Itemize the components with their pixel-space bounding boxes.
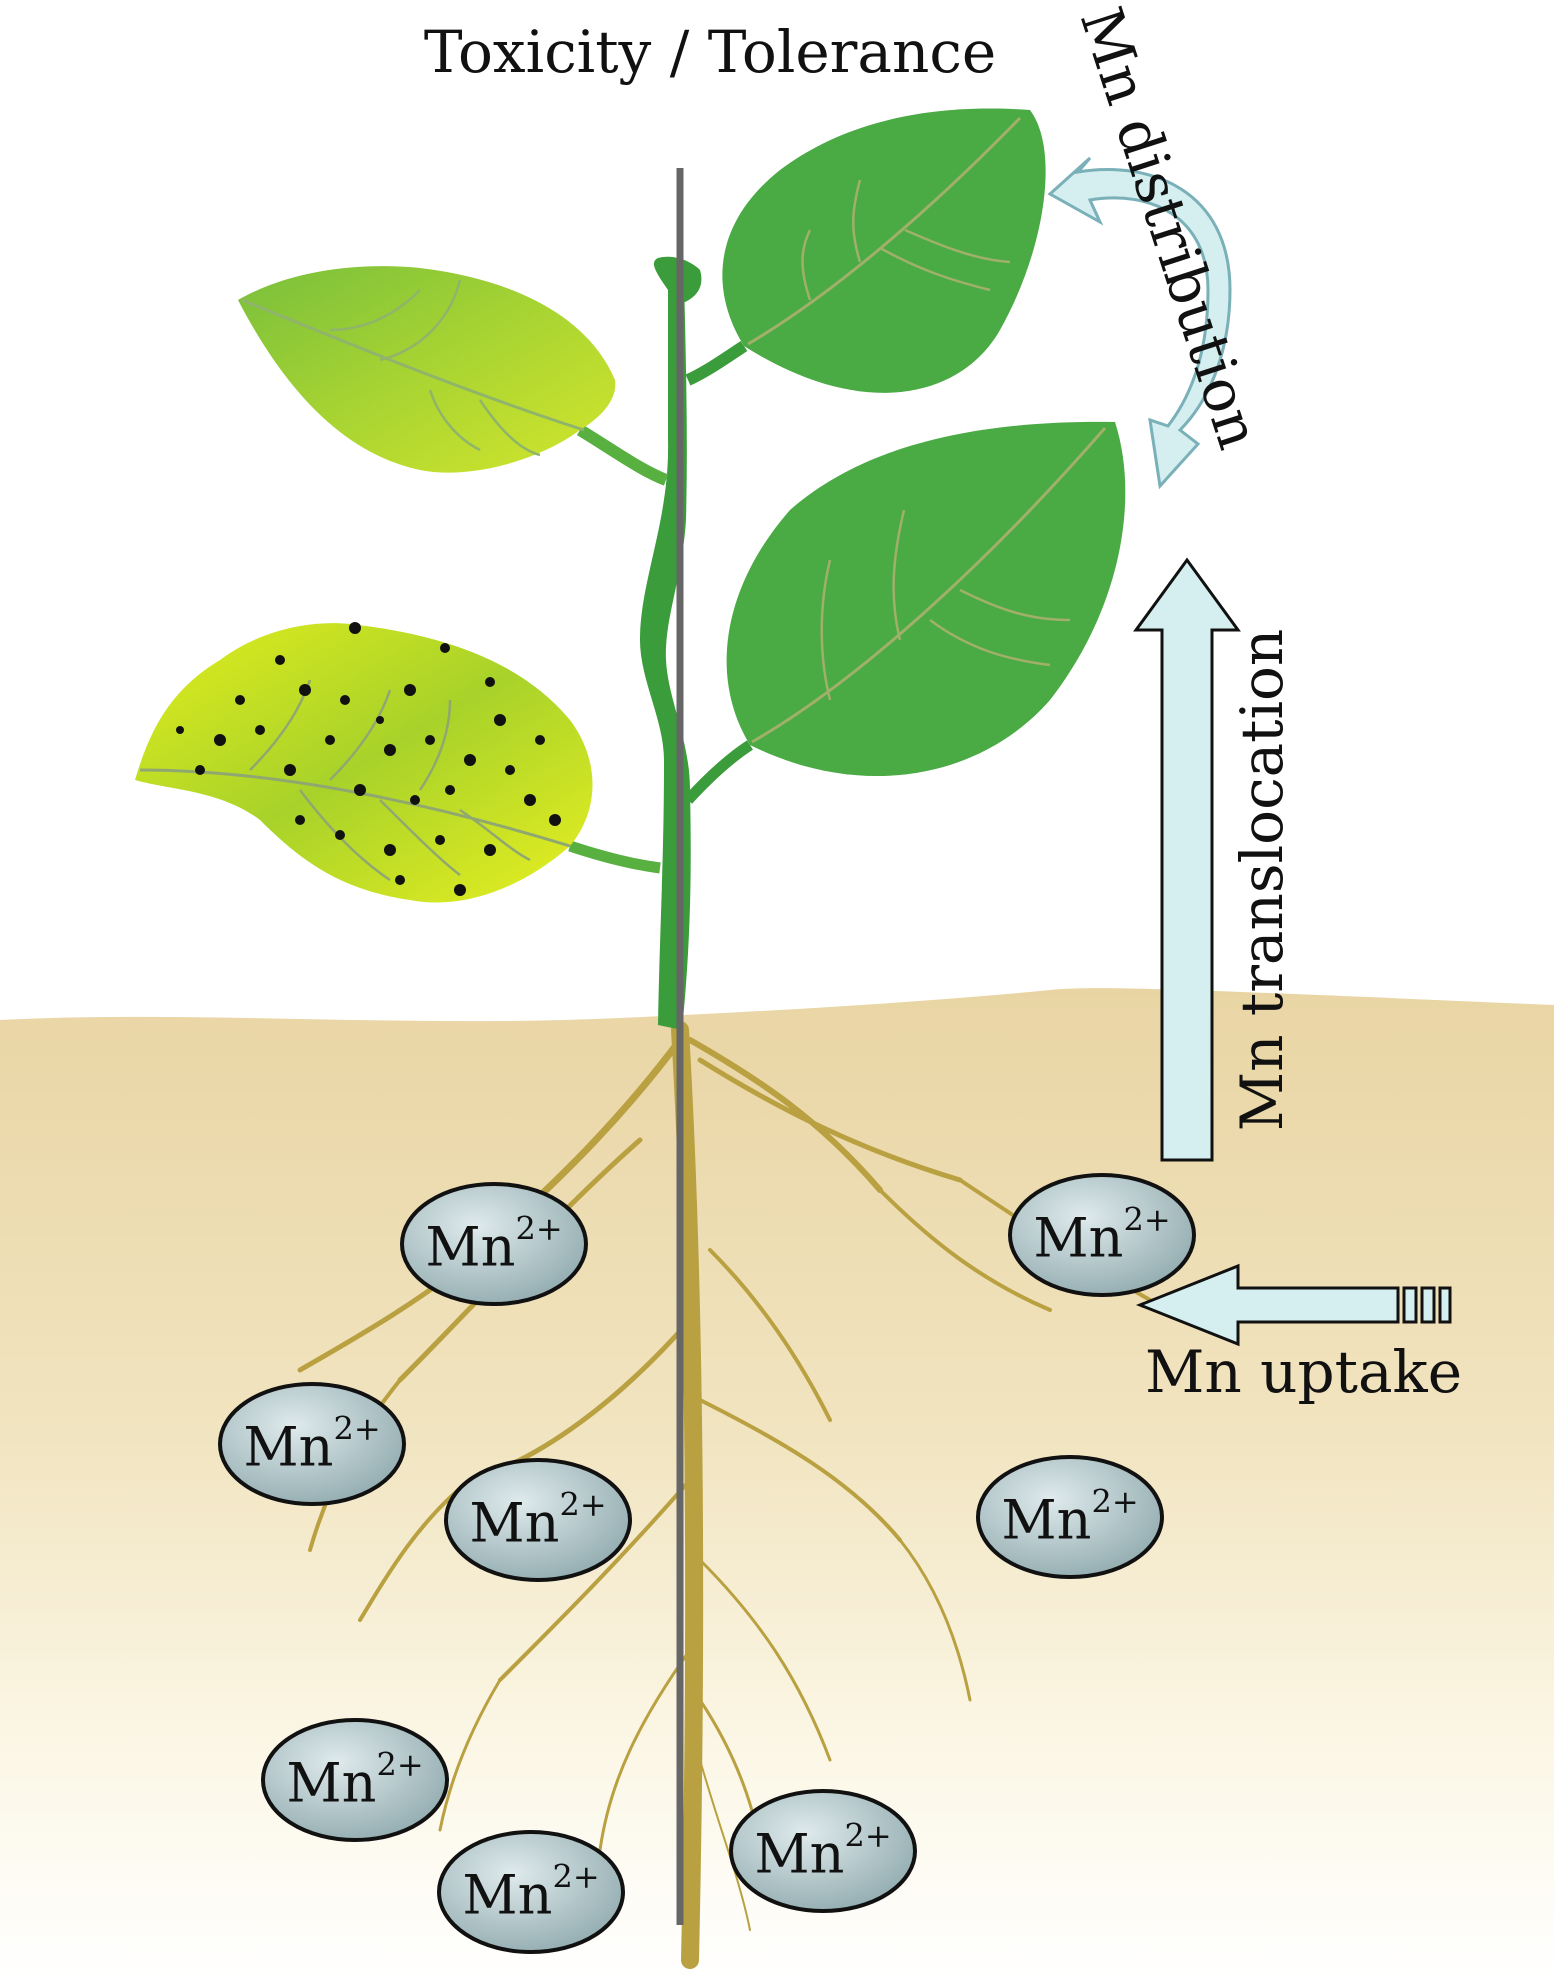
- ion-charge: 2+: [844, 1816, 892, 1855]
- manganese-ion-icon: [218, 1382, 406, 1506]
- ion-label: Mn2+: [243, 1410, 380, 1479]
- ion-charge: 2+: [1091, 1482, 1139, 1521]
- ion-symbol: Mn: [243, 1415, 334, 1479]
- manganese-ion-icon: [1008, 1173, 1196, 1297]
- uptake-arrow-tail: [1420, 1286, 1436, 1324]
- ion-symbol: Mn: [462, 1863, 553, 1927]
- petiole-left-lower: [568, 840, 661, 874]
- up-arrow-icon: [1133, 557, 1241, 1162]
- manganese-ion-icon: [261, 1718, 449, 1842]
- manganese-ion-icon: [444, 1458, 632, 1582]
- leaf-icon: [722, 108, 1046, 393]
- ion-label: Mn2+: [754, 1817, 891, 1886]
- ion-charge: 2+: [376, 1745, 424, 1784]
- ion-symbol: Mn: [286, 1751, 377, 1815]
- ion-label: Mn2+: [286, 1746, 423, 1815]
- uptake-arrow-tail: [1402, 1286, 1418, 1324]
- uptake-arrow-tail: [1438, 1286, 1452, 1324]
- ion-symbol: Mn: [1033, 1206, 1124, 1270]
- ion-charge: 2+: [515, 1209, 563, 1248]
- ion-symbol: Mn: [469, 1491, 560, 1555]
- ion-charge: 2+: [552, 1857, 600, 1896]
- ion-symbol: Mn: [754, 1822, 845, 1886]
- leaf-icon: [135, 622, 593, 903]
- ion-label: Mn2+: [1001, 1483, 1138, 1552]
- ion-charge: 2+: [559, 1485, 607, 1524]
- leaf-icon: [726, 421, 1126, 777]
- petiole-right-lower: [683, 740, 754, 804]
- ion-label: Mn2+: [462, 1858, 599, 1927]
- ion-label: Mn2+: [469, 1486, 606, 1555]
- ion-label: Mn2+: [1033, 1201, 1170, 1270]
- uptake-label: Mn uptake: [1145, 1338, 1463, 1406]
- manganese-ion-icon: [729, 1789, 917, 1913]
- petiole-right-upper: [685, 341, 748, 386]
- ion-label: Mn2+: [425, 1210, 562, 1279]
- diagram-title: Toxicity / Tolerance: [423, 18, 997, 86]
- manganese-ions: [218, 1173, 1196, 1954]
- ion-symbol: Mn: [1001, 1488, 1092, 1552]
- petiole-left-upper: [576, 424, 669, 486]
- translocation-label: Mn translocation: [1228, 628, 1296, 1132]
- ion-charge: 2+: [333, 1409, 381, 1448]
- curved-arrow-icon: [1047, 156, 1232, 490]
- leaf-icon: [238, 266, 616, 473]
- ion-symbol: Mn: [425, 1215, 516, 1279]
- left-arrow-icon: [1135, 1263, 1400, 1347]
- manganese-ion-icon: [400, 1182, 588, 1306]
- manganese-ion-icon: [976, 1455, 1164, 1579]
- manganese-ion-icon: [437, 1830, 625, 1954]
- toxicity-spots: [176, 622, 561, 896]
- ion-charge: 2+: [1123, 1200, 1171, 1239]
